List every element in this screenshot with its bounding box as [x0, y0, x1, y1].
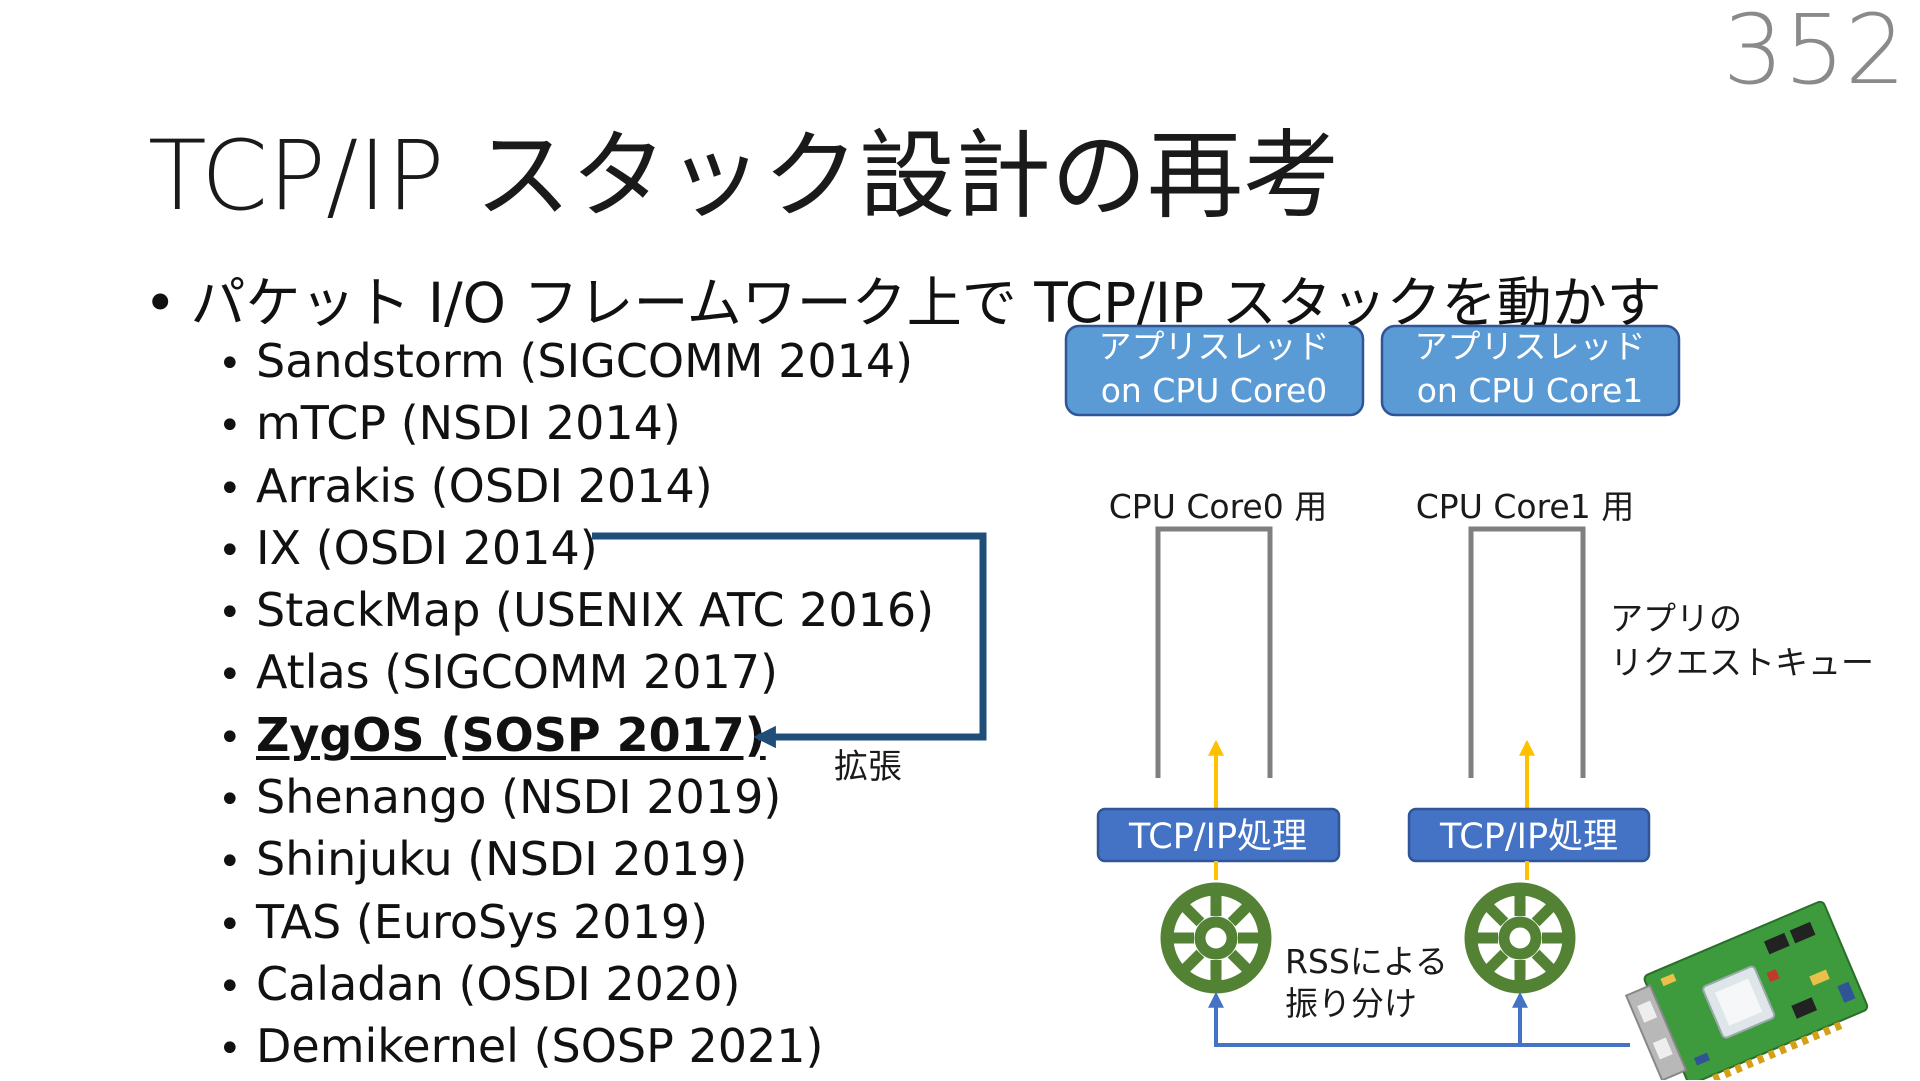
system-item-label: Shenango (NSDI 2019) [256, 770, 782, 825]
tcpip-label-core1: TCP/IP処理 [1439, 817, 1618, 857]
app-thread-label-core1-line2: on CPU Core1 [1417, 371, 1644, 410]
system-item: • IX (OSDI 2014) [218, 517, 934, 579]
request-queue-label-line2: リクエストキュー [1610, 643, 1874, 682]
system-item: • Shenango (NSDI 2019) [218, 766, 934, 828]
app-thread-box-core1 [1380, 324, 1681, 417]
system-item: • Sandstorm (SIGCOMM 2014) [218, 330, 934, 392]
request-queue-core1 [1468, 526, 1586, 778]
system-item-label: Shinjuku (NSDI 2019) [256, 832, 748, 887]
system-item-label: Sandstorm (SIGCOMM 2014) [256, 334, 914, 388]
system-item: • Atlas (SIGCOMM 2017) [218, 641, 934, 703]
queue-label-core0: CPU Core0 用 [1109, 487, 1327, 526]
rss-label-line2: 振り分け [1285, 984, 1417, 1023]
bullet-dot: • [218, 590, 242, 637]
bullet-dot: • [218, 714, 242, 761]
system-item-label: Demikernel (SOSP 2021) [256, 1019, 824, 1074]
tcpip-box-core0 [1096, 807, 1341, 863]
main-bullet-text: パケット I/O フレームワーク上で TCP/IP スタックを動かす [190, 271, 1662, 335]
bullet-dot: • [218, 1026, 242, 1073]
main-bullet: •パケット I/O フレームワーク上で TCP/IP スタックを動かす [144, 258, 1662, 338]
systems-list: • Sandstorm (SIGCOMM 2014) • mTCP (NSDI 201… [218, 330, 934, 1078]
system-item: • Arrakis (OSDI 2014) [218, 455, 934, 517]
system-item-label: StackMap (USENIX ATC 2016) [256, 583, 935, 638]
nic-card-icon [1624, 900, 1869, 1080]
bullet-dot: • [218, 901, 242, 948]
system-item-label: mTCP (NSDI 2014) [256, 396, 681, 451]
page-number: 352 [1722, 0, 1906, 106]
tcpip-label-core0: TCP/IP処理 [1128, 817, 1307, 857]
app-thread-label-core0-line2: on CPU Core0 [1101, 371, 1328, 410]
bullet-dot: • [218, 652, 242, 699]
bullet-dot: • [144, 271, 177, 335]
system-item: • mTCP (NSDI 2014) [218, 392, 934, 454]
system-item-label: TAS (EuroSys 2019) [256, 894, 709, 949]
rss-wheel-icon [1160, 882, 1272, 994]
system-item-highlighted: • ZygOS (SOSP 2017) [218, 704, 934, 766]
system-item-label: IX (OSDI 2014) [256, 520, 598, 575]
slide-title: TCP/IP スタック設計の再考 [148, 120, 1339, 232]
bullet-dot: • [218, 839, 242, 886]
request-queue-core0 [1155, 526, 1273, 778]
app-thread-label-core1-line1: アプリスレッド [1415, 327, 1646, 366]
request-queue-label-line1: アプリの [1610, 599, 1742, 638]
rss-label-line1: RSSによる [1285, 942, 1448, 981]
system-item: • Demikernel (SOSP 2021) [218, 1015, 934, 1077]
extension-arrow [592, 532, 987, 749]
system-item-label: ZygOS (SOSP 2017) [256, 707, 766, 762]
system-item: • Caladan (OSDI 2020) [218, 953, 934, 1015]
system-item-label: Atlas (SIGCOMM 2017) [256, 645, 778, 700]
app-thread-label-core0-line1: アプリスレッド [1099, 327, 1330, 366]
extension-label: 拡張 [834, 747, 902, 787]
bullet-dot: • [218, 403, 242, 450]
queue-label-core1: CPU Core1 用 [1416, 487, 1634, 526]
bullet-dot: • [218, 527, 242, 574]
bullet-dot: • [218, 963, 242, 1010]
bullet-dot: • [218, 777, 242, 824]
bullet-dot: • [218, 341, 242, 387]
system-item: • TAS (EuroSys 2019) [218, 891, 934, 953]
system-item: • StackMap (USENIX ATC 2016) [218, 579, 934, 641]
system-item-label: Caladan (OSDI 2020) [256, 956, 741, 1011]
nic-distribution-line [1208, 991, 1630, 1047]
system-item-label: Arrakis (OSDI 2014) [256, 458, 713, 513]
system-item: • Shinjuku (NSDI 2019) [218, 828, 934, 890]
app-thread-box-core0 [1064, 324, 1365, 417]
rss-wheel-icon [1464, 882, 1576, 994]
bullet-dot: • [218, 465, 242, 512]
